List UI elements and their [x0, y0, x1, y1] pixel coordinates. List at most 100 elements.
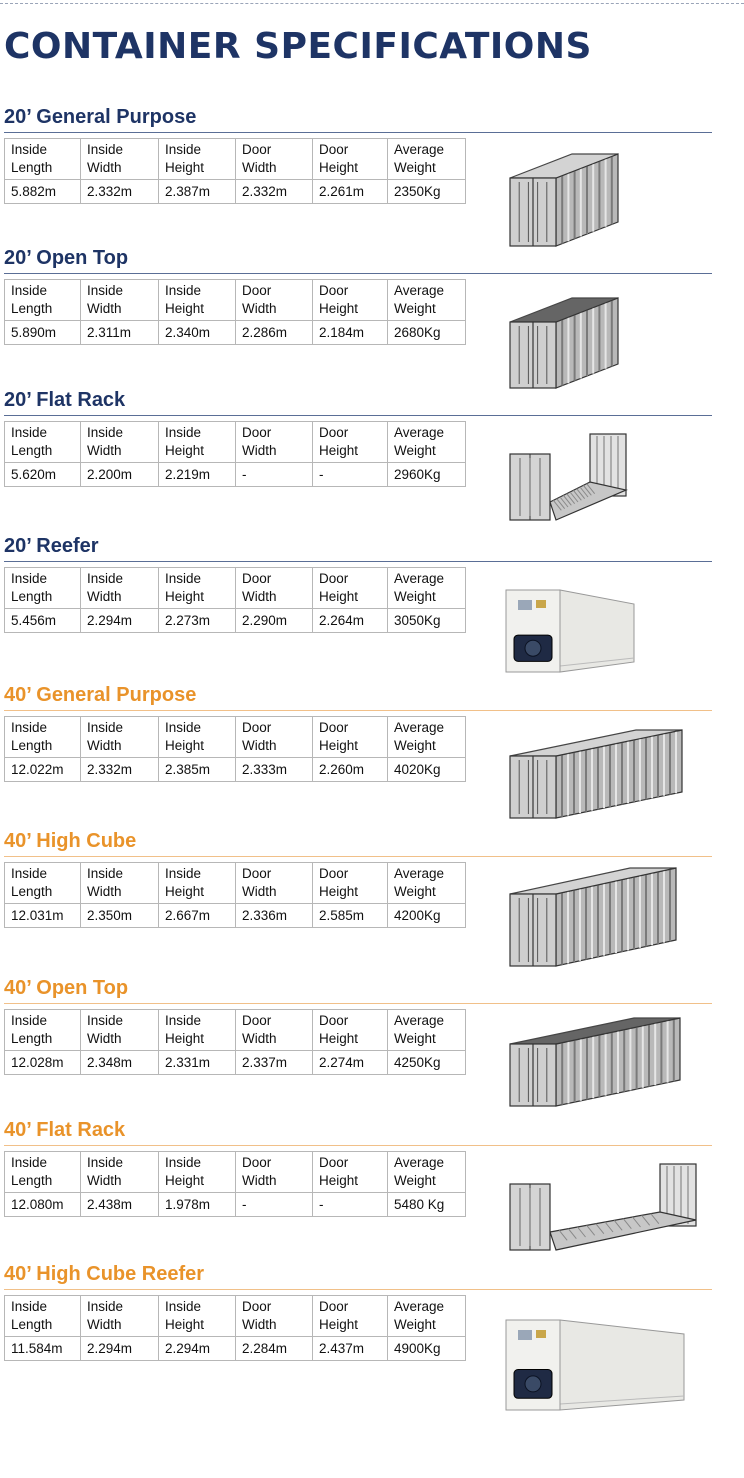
- header-text: Door: [319, 1299, 349, 1314]
- container-image: [505, 1319, 685, 1411]
- header-text: Length: [11, 443, 53, 458]
- header-text: Width: [87, 884, 122, 899]
- section-title: 20’ General Purpose: [4, 106, 197, 128]
- section-divider: [4, 710, 712, 711]
- spec-value-cell: 4900Kg: [387, 1336, 466, 1361]
- spec-value-cell: 2.337m: [235, 1050, 313, 1075]
- header-text: Average: [394, 425, 445, 440]
- header-text: Inside: [165, 571, 202, 586]
- container-illustration: [500, 150, 700, 260]
- header-text: Door: [242, 425, 272, 440]
- header-text: Door: [242, 720, 272, 735]
- header-text: Height: [319, 884, 359, 899]
- spec-value-cell: 2.286m: [235, 320, 313, 345]
- header-text: Length: [11, 301, 53, 316]
- spec-value-cell: 2.348m: [80, 1050, 159, 1075]
- header-text: Inside: [165, 1299, 202, 1314]
- header-text: Inside: [165, 283, 202, 298]
- header-text: Width: [242, 1317, 277, 1332]
- header-text: Average: [394, 866, 445, 881]
- section-title: 40’ High Cube: [4, 830, 137, 852]
- header-text: Door: [242, 1013, 272, 1028]
- spec-value-cell: 2.332m: [80, 757, 159, 782]
- header-text: Average: [394, 720, 445, 735]
- section-title: 40’ General Purpose: [4, 684, 197, 706]
- container-illustration: [500, 866, 700, 976]
- header-text: Inside: [165, 425, 202, 440]
- header-text: Width: [242, 160, 277, 175]
- header-text: Height: [165, 589, 205, 604]
- spec-value-cell: -: [312, 1192, 388, 1217]
- spec-value-cell: 2.385m: [158, 757, 236, 782]
- header-text: Width: [242, 1031, 277, 1046]
- header-text: Weight: [394, 443, 436, 458]
- container-image: [505, 589, 635, 673]
- spec-value-cell: 2680Kg: [387, 320, 466, 345]
- header-text: Average: [394, 1013, 445, 1028]
- spec-value-cell: 11.584m: [4, 1336, 81, 1361]
- header-text: Height: [319, 738, 359, 753]
- spec-value-cell: 2.332m: [80, 179, 159, 204]
- header-text: Width: [242, 738, 277, 753]
- header-text: Length: [11, 1317, 53, 1332]
- header-text: Width: [242, 443, 277, 458]
- header-text: Inside: [87, 1013, 124, 1028]
- spec-value-cell: 2.437m: [312, 1336, 388, 1361]
- header-text: Weight: [394, 884, 436, 899]
- header-text: Width: [242, 301, 277, 316]
- spec-value-cell: 4250Kg: [387, 1050, 466, 1075]
- spec-value-cell: 5480 Kg: [387, 1192, 466, 1217]
- spec-value-cell: 2.350m: [80, 903, 159, 928]
- spec-value-cell: 2.332m: [235, 179, 313, 204]
- page-title: CONTAINER SPECIFICATIONS: [4, 26, 592, 67]
- header-text: Inside: [11, 142, 48, 157]
- header-text: Height: [319, 443, 359, 458]
- header-text: Inside: [11, 1155, 48, 1170]
- container-image: [509, 867, 677, 967]
- header-text: Width: [242, 589, 277, 604]
- header-text: Door: [319, 425, 349, 440]
- spec-value-cell: -: [235, 1192, 313, 1217]
- spec-value-cell: 12.028m: [4, 1050, 81, 1075]
- header-text: Inside: [11, 1299, 48, 1314]
- header-text: Height: [319, 1031, 359, 1046]
- section-title: 40’ Open Top: [4, 977, 129, 999]
- container-illustration: [500, 1016, 700, 1126]
- section-title: 40’ Flat Rack: [4, 1119, 126, 1141]
- spec-value-cell: 2350Kg: [387, 179, 466, 204]
- header-text: Weight: [394, 301, 436, 316]
- spec-value-cell: 12.080m: [4, 1192, 81, 1217]
- header-text: Inside: [11, 425, 48, 440]
